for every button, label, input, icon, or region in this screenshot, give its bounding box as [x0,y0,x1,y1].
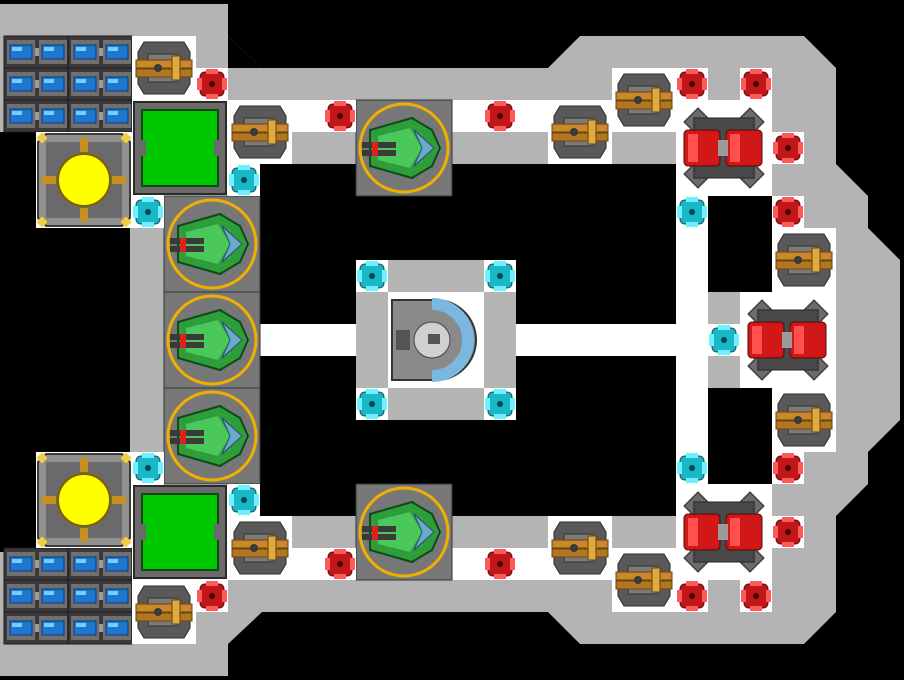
cannon-icon[interactable] [227,515,293,581]
cargo-bay-icon[interactable] [131,99,229,197]
cockpit-dome-icon[interactable] [391,298,477,382]
connector-node-icon[interactable] [771,131,805,165]
connector-node-icon[interactable] [675,195,709,229]
hull-cutouts [0,36,772,552]
connector-node-icon[interactable] [483,387,517,421]
connector-node-icon[interactable] [675,67,709,101]
cannon-icon[interactable] [771,227,837,293]
cannon-icon[interactable] [611,547,677,613]
connector-node-icon[interactable] [739,579,773,613]
cannon-icon[interactable] [131,579,197,645]
connector-node-icon[interactable] [323,99,357,133]
connector-node-icon[interactable] [771,515,805,549]
battery-cell-icon[interactable] [3,611,69,645]
green-turret-icon[interactable] [354,482,454,582]
battery-cell-icon[interactable] [67,99,133,133]
battery-cell-icon[interactable] [3,547,69,581]
cannon-icon[interactable] [547,515,613,581]
battery-group-top [3,35,133,133]
battery-cell-icon[interactable] [67,547,133,581]
heavy-red-turret-icon[interactable] [739,291,837,389]
connector-node-icon[interactable] [707,323,741,357]
connector-node-icon[interactable] [131,195,165,229]
cannon-icon[interactable] [547,99,613,165]
connector-node-icon[interactable] [771,451,805,485]
cannon-icon[interactable] [611,67,677,133]
connector-node-icon[interactable] [355,259,389,293]
green-turret-icon[interactable] [162,290,262,390]
connector-node-icon[interactable] [323,547,357,581]
reactor-core-icon[interactable] [35,451,133,549]
battery-cell-icon[interactable] [3,99,69,133]
battery-cell-icon[interactable] [3,35,69,69]
cargo-bay-icon[interactable] [131,483,229,581]
battery-cell-icon[interactable] [67,67,133,101]
connector-node-icon[interactable] [483,547,517,581]
cannon-icon[interactable] [771,387,837,453]
green-turret-icon[interactable] [162,386,262,486]
green-turret-icon[interactable] [162,194,262,294]
connector-node-icon[interactable] [131,451,165,485]
battery-group-bottom [3,547,133,645]
connector-node-icon[interactable] [483,259,517,293]
connector-node-icon[interactable] [195,67,229,101]
battery-cell-icon[interactable] [67,579,133,613]
connector-node-icon[interactable] [483,99,517,133]
battery-cell-icon[interactable] [67,35,133,69]
connector-node-icon[interactable] [675,579,709,613]
green-turret-icon[interactable] [354,98,454,198]
battery-cell-icon[interactable] [67,611,133,645]
battery-cell-icon[interactable] [3,67,69,101]
connector-node-icon[interactable] [355,387,389,421]
connector-node-icon[interactable] [227,163,261,197]
heavy-red-turret-icon[interactable] [675,99,773,197]
reactor-core-icon[interactable] [35,131,133,229]
connector-node-icon[interactable] [227,483,261,517]
connector-node-icon[interactable] [195,579,229,613]
connector-node-icon[interactable] [739,67,773,101]
connector-node-icon[interactable] [675,451,709,485]
battery-cell-icon[interactable] [3,579,69,613]
cannon-icon[interactable] [227,99,293,165]
heavy-red-turret-icon[interactable] [675,483,773,581]
cannon-icon[interactable] [131,35,197,101]
connector-node-icon[interactable] [771,195,805,229]
